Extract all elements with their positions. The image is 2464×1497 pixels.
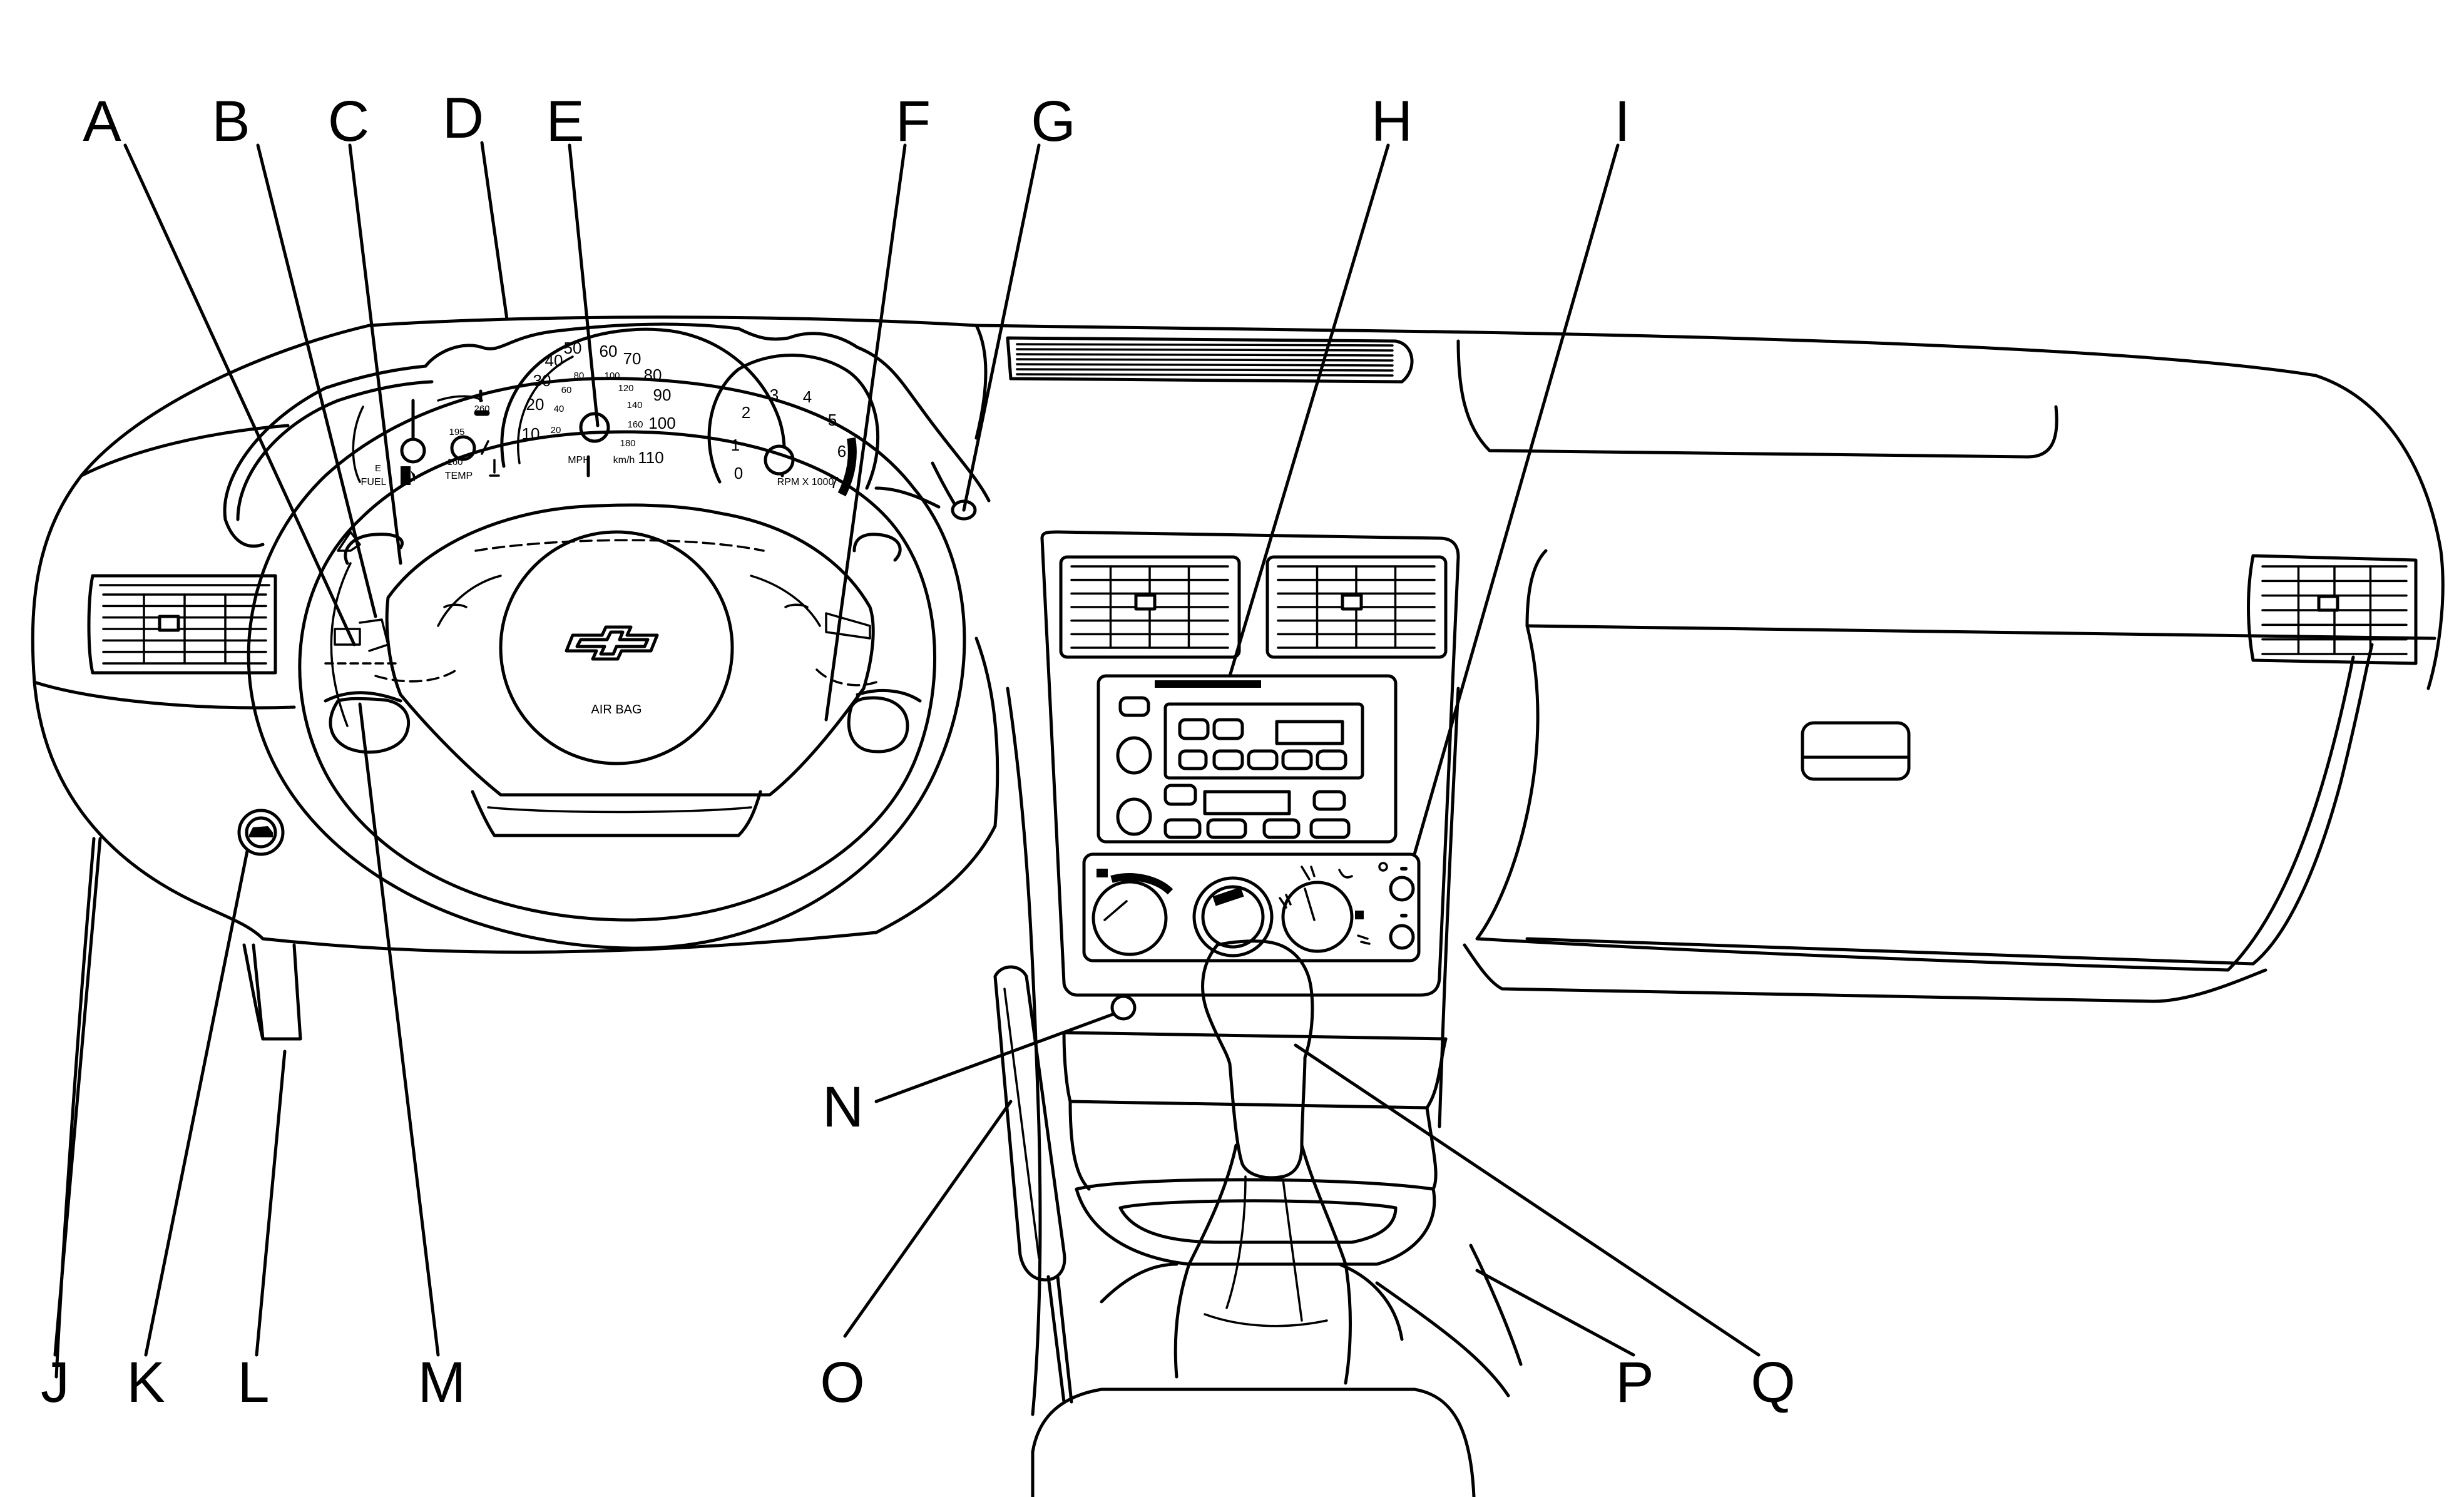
wiper-lever[interactable] [825, 612, 871, 640]
defroster-slat [1016, 373, 1394, 377]
shift-lever[interactable] [1173, 939, 1352, 1385]
defroster-slat [1016, 358, 1394, 362]
speedometer-kmh-tick: 40 [554, 404, 565, 414]
right-air-vent[interactable] [2247, 554, 2418, 665]
speedometer-kmh-tick: 60 [561, 385, 572, 396]
speedometer-mph-tick: 90 [653, 386, 672, 404]
tachometer-label: RPM X 1000 [777, 477, 834, 488]
fuel-empty-tick: E [375, 463, 381, 474]
dashboard-outline [31, 315, 2445, 1379]
defroster-slat [1016, 353, 1394, 357]
callout-q: Q [1751, 1351, 1796, 1414]
speedometer-mph-tick: 110 [638, 448, 663, 467]
callout-c: C [328, 89, 369, 153]
speedometer-kmh-tick: 160 [627, 419, 643, 430]
tachometer-tick: 2 [742, 403, 750, 422]
defroster-slat [1016, 368, 1394, 372]
steering-wheel[interactable] [247, 377, 966, 950]
sun-icon [1378, 862, 1388, 872]
defroster-grille [1006, 336, 1414, 384]
callout-k: K [126, 1351, 165, 1414]
ignition-switch[interactable] [931, 461, 977, 521]
defroster-slat [1016, 363, 1394, 367]
turn-signal-lever[interactable] [324, 618, 402, 665]
callout-p: P [1615, 1351, 1654, 1414]
center-left-air-vent[interactable] [1059, 555, 1241, 659]
callout-b: B [212, 89, 250, 153]
chevrolet-bowtie-emblem [565, 625, 659, 661]
hood-release-handle[interactable] [252, 943, 302, 1041]
callout-a: A [83, 89, 121, 153]
fan-icon [1097, 869, 1108, 877]
tachometer-tick: 1 [731, 436, 740, 454]
speedometer-mph-tick: 70 [623, 349, 642, 368]
callout-e: E [546, 89, 584, 153]
speedometer-kmh-tick: 120 [618, 383, 633, 394]
callout-labels: A B C D E F G H I J K L M N O P Q [41, 86, 1796, 1414]
center-right-air-vent[interactable] [1265, 555, 1448, 659]
recirculation-button[interactable] [1389, 876, 1415, 902]
speedometer-kmh-label: km/h [613, 455, 635, 466]
defroster-slat [1016, 343, 1394, 347]
trunk-release-icon [249, 826, 273, 837]
parking-brake-lever[interactable] [993, 965, 1073, 1404]
trunk-release-button[interactable] [237, 809, 285, 856]
callout-f: F [896, 89, 931, 153]
climate-control-panel [1082, 852, 1421, 963]
airbag-module: AIR BAG [499, 530, 734, 765]
fan-speed-knob[interactable] [1091, 873, 1173, 956]
temp-tick-260: 260 [474, 404, 489, 414]
coolant-thermometer-icon [489, 459, 500, 477]
tachometer-tick: 6 [837, 442, 846, 461]
speedometer-mph-tick: 40 [545, 351, 563, 370]
mode-icons [1279, 866, 1371, 945]
audio-system[interactable] [1097, 674, 1398, 844]
callout-d: D [442, 86, 484, 150]
speedometer-mph-tick: 50 [564, 339, 582, 357]
hazard-warning-button[interactable] [337, 531, 361, 552]
accessory-power-outlet[interactable] [1110, 994, 1137, 1021]
callout-m: M [418, 1351, 466, 1414]
fuel-gauge-label: FUEL [361, 477, 387, 488]
speedometer-mph-tick: 20 [526, 395, 544, 414]
speedometer-kmh-tick: 20 [551, 425, 561, 436]
callout-g: G [1031, 89, 1076, 153]
temperature-knob[interactable] [1192, 876, 1274, 958]
speedometer-mph-tick: 100 [648, 414, 675, 432]
speedometer-mph-tick: 60 [600, 342, 618, 360]
speedometer-mph-label: MPH [568, 455, 590, 466]
leader-lines [53, 141, 1761, 1357]
callout-i: I [1614, 89, 1630, 153]
speedometer-kmh-tick: 140 [626, 400, 642, 411]
callout-o: O [820, 1351, 865, 1414]
callout-h: H [1371, 89, 1413, 153]
callout-j: J [41, 1351, 69, 1414]
speedometer-kmh-tick: 180 [620, 438, 635, 449]
temp-gauge-label: TEMP [445, 471, 473, 481]
fuel-pump-icon [401, 466, 415, 485]
callout-n: N [822, 1075, 864, 1139]
tachometer-tick: 4 [803, 387, 812, 406]
left-air-vent[interactable] [87, 574, 277, 675]
mode-knob[interactable] [1281, 881, 1354, 953]
tachometer-tick: 0 [734, 464, 743, 483]
air-conditioning-button[interactable] [1389, 924, 1415, 950]
temp-tick-195: 195 [449, 427, 464, 437]
airbag-label: AIR BAG [591, 703, 642, 717]
defroster-slat [1016, 348, 1394, 352]
callout-l: L [237, 1351, 269, 1414]
